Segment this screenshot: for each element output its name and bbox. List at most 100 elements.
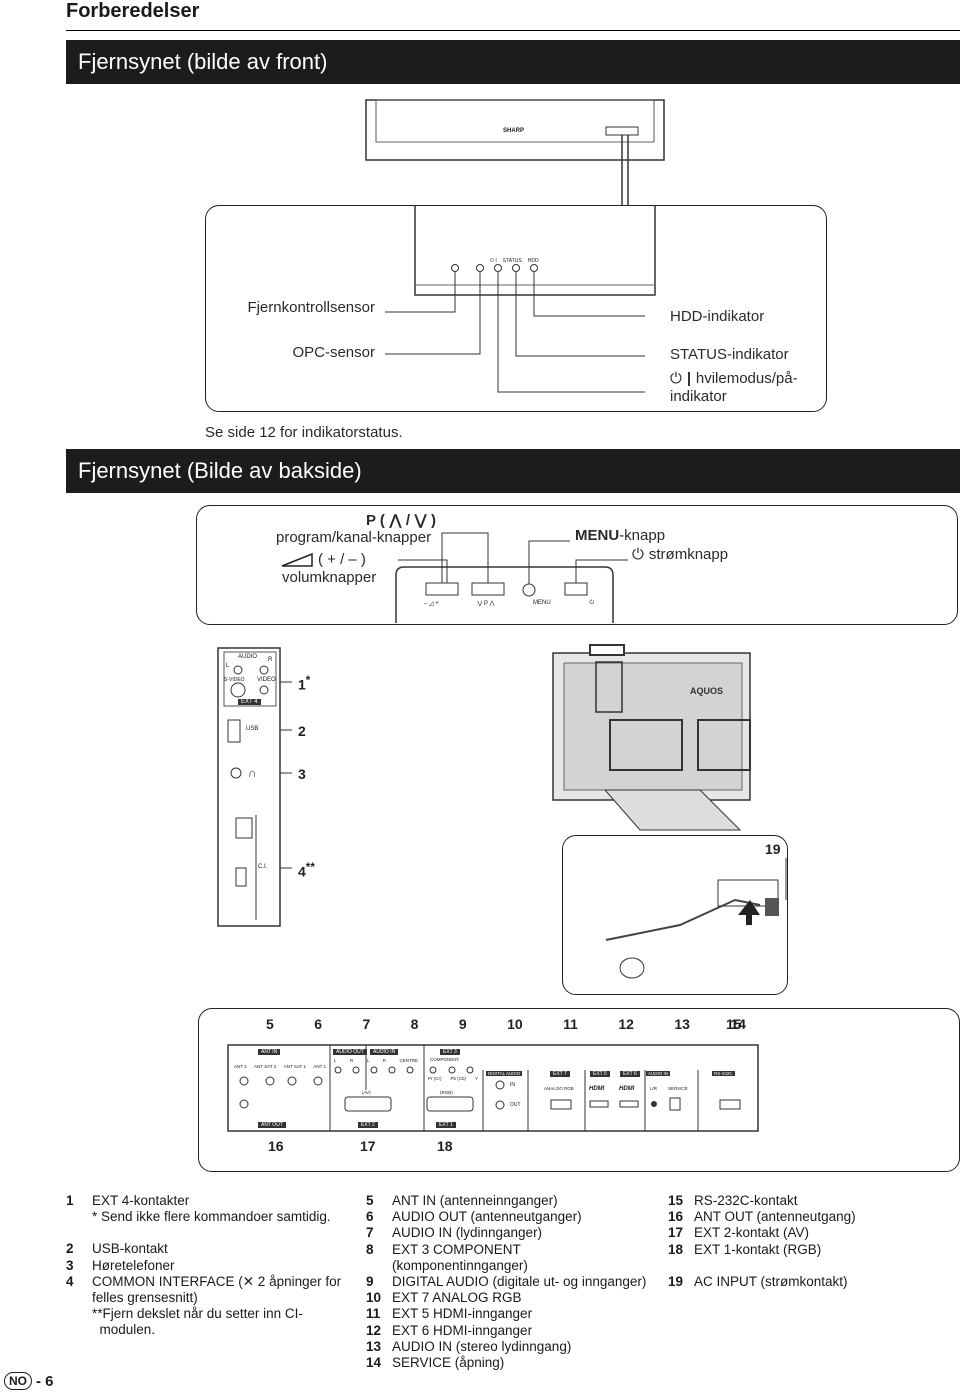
terminal-number: 14 <box>730 1016 746 1032</box>
side-panel-drawing <box>217 647 292 927</box>
panel-program-mark: ⋁ P ⋀ <box>477 601 495 607</box>
terminal-number: 10 <box>507 1016 523 1032</box>
region-badge: NO <box>4 1372 32 1390</box>
menu-button-label: MENU-knapp <box>575 527 665 544</box>
digital-in-label: IN <box>510 1082 515 1088</box>
power-button-label: strømknapp <box>648 546 729 563</box>
side-l-label: L <box>226 663 230 669</box>
panel-mark-status: STATUS <box>502 258 522 264</box>
ext7-label: EXT 7 <box>550 1071 570 1077</box>
side-svideo-label: S-VIDEO <box>224 677 245 683</box>
legend-item: (komponentinnganger) <box>392 1257 528 1273</box>
audio-in2-label: AUDIO IN <box>646 1071 671 1076</box>
hdd-indicator-label: HDD-indikator <box>670 308 765 325</box>
ant-in-label: ANT IN <box>258 1049 281 1055</box>
volume-icon <box>281 552 313 567</box>
terminal-panel-box <box>198 1008 960 1172</box>
status-indicator-label: STATUS-indikator <box>670 346 789 363</box>
control-buttons-drawing <box>395 532 628 623</box>
ext1-label: EXT 1 <box>436 1122 456 1128</box>
program-button-symbol: P ( ⋀ / ⋁ ) <box>366 512 437 529</box>
terminal-number: 13 <box>674 1016 690 1032</box>
ext6-label: EXT 6 <box>620 1071 640 1077</box>
headphone-icon: ∩ <box>248 766 257 780</box>
panel-power-mark: ⏻ <box>589 600 594 606</box>
terminal-number: 16 <box>268 1138 284 1154</box>
ant-port-label: ANT SAT 2 <box>254 1064 277 1069</box>
terminal-number: 9 <box>458 1016 467 1032</box>
panel-button-marks: – ◿ + ⋁ P ⋀ MENU ⏻ <box>424 600 594 607</box>
rgb-label: (RGB) <box>440 1090 453 1095</box>
audio-in-label: AUDIO IN <box>370 1049 399 1055</box>
terminal-number: 8 <box>410 1016 419 1032</box>
audio-lr-label: L <box>366 1058 370 1063</box>
terminal-number: 17 <box>360 1138 376 1154</box>
volume-button-label: volumknapper <box>282 569 377 586</box>
indicator-detail-drawing <box>385 205 656 393</box>
control-buttons-box <box>196 505 958 625</box>
panel-menu-mark: MENU <box>533 600 551 606</box>
page-number-text: - 6 <box>36 1372 54 1390</box>
rs232c-label: RS-232C <box>712 1071 735 1076</box>
terminal-number: 6 <box>314 1016 323 1032</box>
audio-lr-label: CENTRE <box>399 1058 418 1063</box>
av-label: (AV) <box>362 1090 371 1095</box>
ext3-label: EXT 3 <box>440 1049 460 1055</box>
legend-gap <box>66 1225 356 1241</box>
ant-out-label: ANT OUT <box>258 1122 286 1128</box>
power-button-label-row: ⏻ strømknapp <box>632 546 728 563</box>
ext5-label: EXT 5 <box>590 1071 610 1077</box>
callout-4: 4** <box>298 861 315 880</box>
panel-volume-mark: – ◿ + <box>424 601 439 607</box>
side-usb-label: USB <box>246 726 259 732</box>
legend-item: felles grensesnitt) <box>92 1290 198 1306</box>
side-audio-label: AUDIO <box>238 654 258 660</box>
program-button-label: program/kanal-knapper <box>276 529 432 546</box>
callout-3: 3 <box>298 766 306 782</box>
terminal-number: 18 <box>437 1138 453 1154</box>
side-ext4-label: EXT 4 <box>238 699 261 705</box>
terminal-number: 15 <box>726 1016 742 1032</box>
volume-symbol-row: ( + / – ) <box>281 551 366 568</box>
indicator-status-note: Se side 12 for indikatorstatus. <box>205 424 403 441</box>
power-icon: ⏻ <box>632 546 644 563</box>
hdmi-logo-ext5: HDMI <box>589 1086 605 1092</box>
hdmi-logo-ext6: HDMI <box>619 1086 635 1092</box>
tv-brand-logo: SHARP <box>503 128 525 134</box>
ant-port-label: ANT 1 <box>313 1064 326 1069</box>
audio-lr-labels: L R L R CENTRE <box>334 1058 418 1063</box>
panel-indicator-marks: ⏻ I STATUS HDD <box>490 258 539 264</box>
remote-sensor-label: Fjernkontrollsensor <box>247 299 375 316</box>
back-view-banner: Fjernsynet (Bilde av bakside) <box>66 449 960 493</box>
component-label: COMPONENT <box>430 1057 460 1062</box>
terminal-number: 12 <box>618 1016 634 1032</box>
section-title: Forberedelser <box>66 0 200 22</box>
tv-front-illustration <box>365 99 665 205</box>
digital-audio-label: DIGITAL AUDIO <box>486 1071 523 1076</box>
tv-rear-brand: AQUOS <box>690 686 724 696</box>
legend-item: * Send ikke flere kommandoer samtidig. <box>92 1209 331 1225</box>
side-video-label: VIDEO <box>257 677 276 683</box>
ext2-label: EXT 2 <box>358 1122 378 1128</box>
standby-indicator-label: ⏻ hvilemodus/på- <box>670 370 798 387</box>
ant-port-label: ANT 2 <box>234 1064 247 1069</box>
component-ports: Pr (Cr) Pb (Cb) Y <box>428 1076 478 1081</box>
terminal-number: 5 <box>266 1016 274 1032</box>
audio-out-label: AUDIO OUT <box>333 1049 367 1055</box>
